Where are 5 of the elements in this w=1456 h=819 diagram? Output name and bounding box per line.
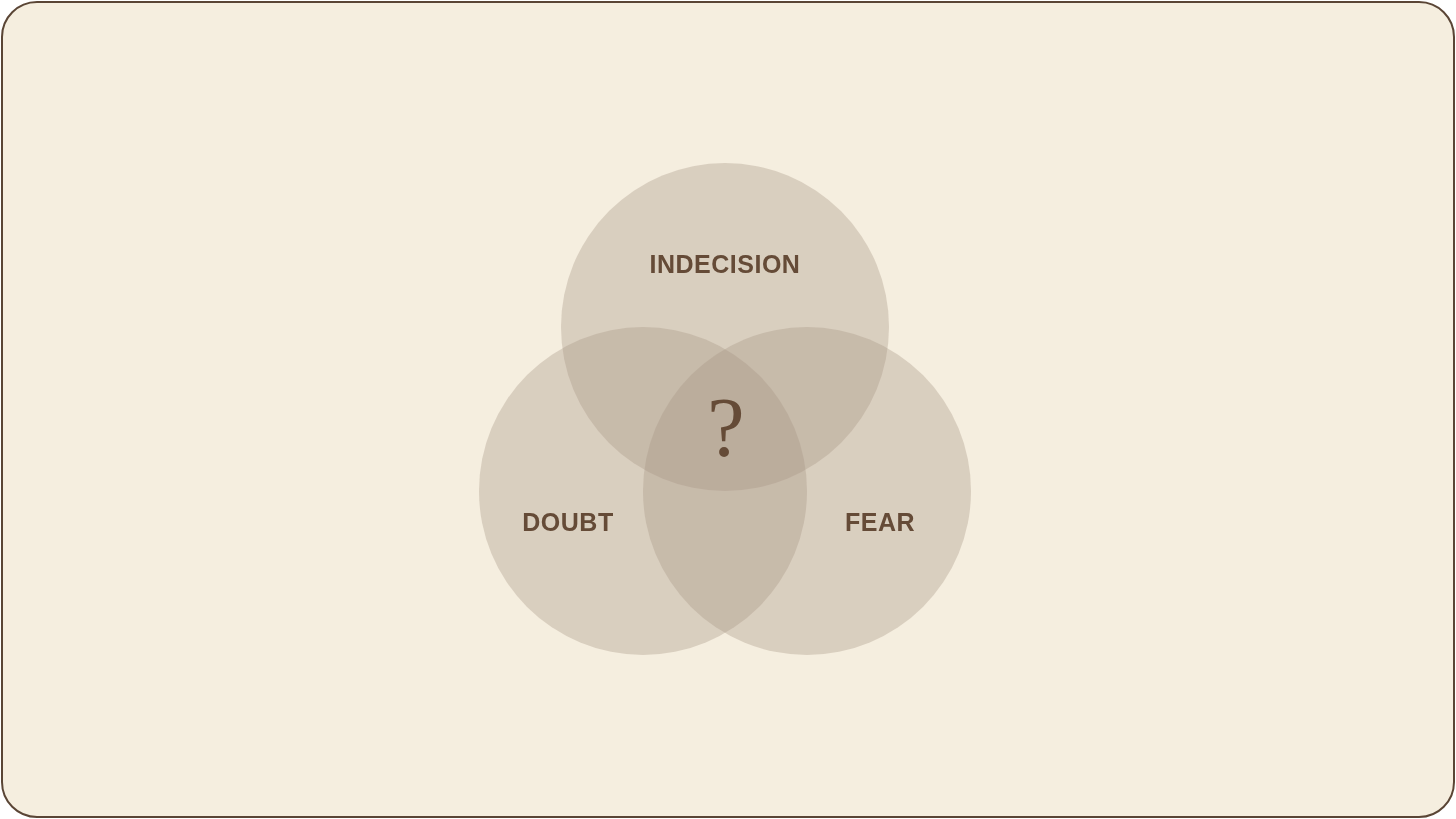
circle-label: DOUBT bbox=[522, 507, 614, 537]
circle-label: FEAR bbox=[844, 507, 916, 537]
question-mark: ? bbox=[707, 386, 745, 470]
circle-label: INDECISION bbox=[649, 249, 801, 279]
venn-circle bbox=[643, 327, 971, 655]
